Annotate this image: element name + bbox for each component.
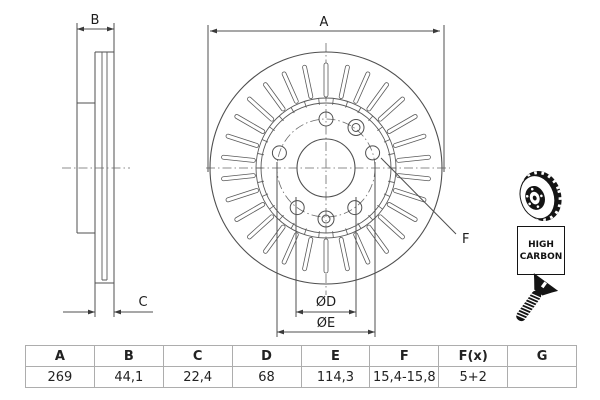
bolt-holes: [271, 111, 381, 216]
table-header-cell: A: [25, 345, 95, 367]
dim-label-f: F: [462, 232, 469, 247]
arrowhead: [88, 309, 95, 315]
technical-drawing: B C: [62, 13, 469, 337]
table-header-cell: C: [162, 345, 233, 367]
arrowhead: [349, 309, 356, 315]
arrowhead: [210, 28, 217, 34]
arrowhead: [433, 28, 440, 34]
side-view: B C: [62, 13, 153, 317]
pin-holes: [317, 119, 365, 228]
front-view: A ØD ØE F: [206, 15, 469, 337]
table-value-cell: 5+2: [438, 366, 509, 388]
arrowhead: [107, 26, 114, 32]
arrowhead: [77, 26, 84, 32]
table-value-cell: 269: [25, 366, 95, 388]
dim-label-b: B: [91, 13, 100, 28]
arrowhead: [296, 309, 303, 315]
vent-slots: [221, 62, 431, 274]
high-carbon-badge: HIGH CARBON: [517, 226, 565, 275]
table-header-cell: B: [93, 345, 164, 367]
high-carbon-line2: CARBON: [519, 251, 563, 262]
high-carbon-line1: HIGH: [528, 239, 554, 250]
brake-disc-icon: [519, 170, 562, 222]
table-value-cell: 22,4: [162, 366, 233, 388]
table-header-cell: F(x): [438, 345, 509, 367]
table-value-cell: [507, 366, 577, 388]
table-header-cell: D: [231, 345, 302, 367]
arrowhead: [277, 329, 284, 335]
table-header-cell: F: [369, 345, 440, 367]
table-value-cell: 15,4-15,8: [369, 366, 440, 388]
table-header-cell: E: [300, 345, 371, 367]
arrowhead: [114, 309, 121, 315]
table-value-cell: 68: [231, 366, 302, 388]
dim-label-e: ØE: [317, 316, 335, 331]
dim-label-a: A: [320, 15, 329, 30]
dim-label-c: C: [138, 295, 147, 310]
countersunk-screw-icon: [515, 273, 559, 322]
table-value-cell: 114,3: [300, 366, 371, 388]
table-header-cell: G: [507, 345, 577, 367]
dim-label-d: ØD: [316, 295, 336, 310]
table-value-cell: 44,1: [93, 366, 164, 388]
arrowhead: [368, 329, 375, 335]
